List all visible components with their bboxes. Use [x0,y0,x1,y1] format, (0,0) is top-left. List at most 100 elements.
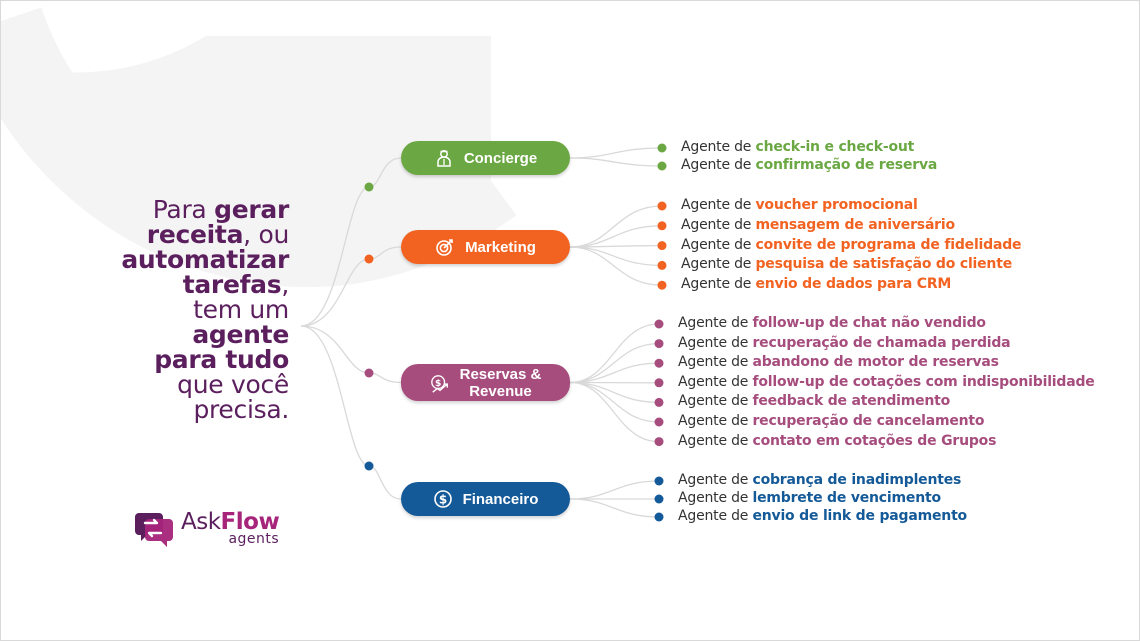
agent-dot-reservas [654,378,664,388]
agent-name: confirmação de reserva [755,157,938,173]
agent-connector-reservas [569,342,660,384]
agent-prefix: Agente de [681,139,756,155]
headline-text: que você [177,370,289,399]
agent-item: Agente de recuperação de chamada perdida [678,334,1011,351]
agent-prefix: Agente de [681,276,756,293]
headline-line: automatizar [101,247,289,272]
agent-connector-concierge [569,147,663,159]
headline-line: para tudo [101,347,289,372]
agent-dot-marketing [657,201,667,211]
connector-lines [300,147,663,518]
headline-line: tem um [101,297,289,322]
headline-line: Para gerar [101,195,290,224]
agent-item: Agente de envio de link de pagamento [678,508,967,524]
headline-emphasis: para tudo [154,345,289,374]
headline-line: precisa. [101,397,289,422]
headline-text: precisa. [193,395,289,424]
agent-prefix: Agente de [678,472,753,488]
revenue-growth-icon: $ [430,373,450,393]
agent-item: Agente de cobrança de inadimplentes [678,472,961,488]
agent-prefix: Agente de [678,315,753,331]
agent-connector-reservas [569,381,660,443]
agent-name: lembrete de vencimento [752,490,941,506]
agent-item: Agente de follow-up de chat não vendido [678,315,986,331]
category-pill-reservas: $ Reservas & Revenue [401,364,570,401]
agent-name: voucher promocional [755,197,918,213]
agent-name: envio de dados para CRM [755,276,952,293]
decorative-arc [1,7,517,288]
category-pill-concierge: Concierge [401,141,570,175]
agent-name: feedback de atendimento [752,393,951,410]
agent-prefix: Agente de [681,256,756,273]
agent-connector-marketing [569,246,663,286]
askflow-chat-arrows-icon [135,513,173,547]
agent-prefix: Agente de [678,373,753,390]
headline-emphasis: gerar [214,195,289,224]
agent-dot-concierge [657,143,667,153]
askflow-logo: AskFlow agents [131,509,280,547]
headline-text: tem um [193,295,289,324]
agent-dot-marketing [657,260,667,270]
agent-name: follow-up de cotações com indisponibilid… [752,373,1095,390]
category-label: Reservas & Revenue [459,365,542,400]
agent-connector-financeiro [569,480,660,500]
agent-name: pesquisa de satisfação do cliente [755,256,1012,273]
agent-name: cobrança de inadimplentes [752,472,962,488]
headline-emphasis: tarefas [182,270,282,299]
agent-dot-reservas [654,319,664,329]
agent-name: recuperação de cancelamento [752,413,985,429]
category-pill-financeiro: $Financeiro [401,482,570,516]
decorative-arc-band [1,7,517,287]
svg-text:$: $ [438,493,446,507]
hub-connector-concierge [300,157,402,327]
agent-connector-reservas [569,323,660,384]
agent-prefix: Agente de [678,490,753,506]
logo-wordmark: AskFlow agents [181,509,280,547]
logo-subtitle: agents [228,531,280,547]
agent-prefix: Agente de [681,236,756,253]
agent-dot-financeiro [654,476,664,486]
agent-prefix: Agente de [678,508,753,524]
agent-item: Agente de feedback de atendimento [678,393,950,409]
category-pill-marketing: Marketing [401,230,570,264]
agent-dot-marketing [657,280,667,290]
agent-prefix: Agente de [681,216,756,233]
target-icon [435,237,455,257]
headline-emphasis: automatizar [121,245,289,274]
headline-text: Para [152,195,215,224]
agent-connector-concierge [569,157,663,167]
agent-item: Agente de convite de programa de fidelid… [681,236,1022,253]
agent-name: mensagem de aniversário [755,216,955,233]
agent-connector-financeiro [569,498,660,518]
headline-line: que você [101,372,289,397]
headline-emphasis: agente [192,320,289,349]
agent-dot-concierge [657,161,667,171]
agent-item: Agente de abandono de motor de reservas [678,354,999,370]
concierge-person-icon [434,148,454,168]
category-label: Marketing [465,238,536,256]
headline-text: , [281,270,289,299]
agent-connector-marketing [569,225,663,248]
branch-dot-financeiro [364,461,374,471]
branch-dot-concierge [364,182,374,192]
agent-item: Agente de recuperação de cancelamento [678,413,985,429]
agent-prefix: Agente de [678,334,753,351]
agent-prefix: Agente de [681,157,756,173]
branch-dot-reservas [364,368,374,378]
agent-item: Agente de envio de dados para CRM [681,276,951,292]
svg-text:$: $ [435,378,441,388]
agent-prefix: Agente de [678,413,753,429]
agent-item: Agente de voucher promocional [681,197,918,213]
agent-dot-reservas [654,358,664,368]
agent-item: Agente de confirmação de reserva [681,157,937,173]
agent-name: follow-up de chat não vendido [752,315,986,331]
agent-item: Agente de lembrete de vencimento [678,490,941,506]
dollar-coin-icon: $ [433,489,453,509]
logo-word-flow: Flow [220,509,280,535]
hub-connector-financeiro [300,325,402,500]
agent-connector-reservas [569,362,660,384]
agent-name: abandono de motor de reservas [752,354,999,371]
agent-prefix: Agente de [681,197,756,213]
